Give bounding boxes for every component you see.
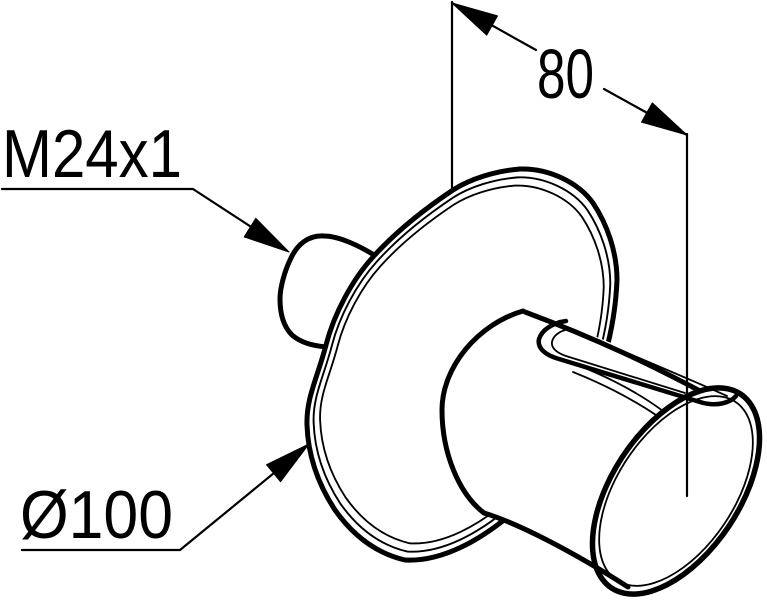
- knob-bottom-edge: [481, 510, 631, 590]
- knob-base-edge: [439, 308, 526, 516]
- knob-handle: [442, 311, 767, 600]
- leader-line: [0, 187, 264, 236]
- dimension-80: [450, 0, 689, 498]
- leader-line: [20, 462, 287, 552]
- knob-grip-slot: [536, 318, 739, 416]
- depth-dimension-label: 80: [537, 35, 594, 113]
- dimension-arrowhead-icon: [641, 102, 688, 136]
- knob-top-edge: [522, 309, 703, 394]
- diameter-dimension-label: Ø100: [20, 477, 173, 553]
- thread-dimension-label: M24x1: [2, 116, 182, 192]
- leader-arrowhead-icon: [243, 217, 290, 253]
- knob-face-inner-line: [580, 376, 767, 600]
- leader-dia100: [20, 443, 310, 552]
- leader-m24x1: [0, 187, 290, 253]
- leader-arrowhead-icon: [266, 443, 310, 483]
- knob-face-outline: [572, 366, 767, 600]
- dimension-arrowhead-icon: [451, 2, 498, 36]
